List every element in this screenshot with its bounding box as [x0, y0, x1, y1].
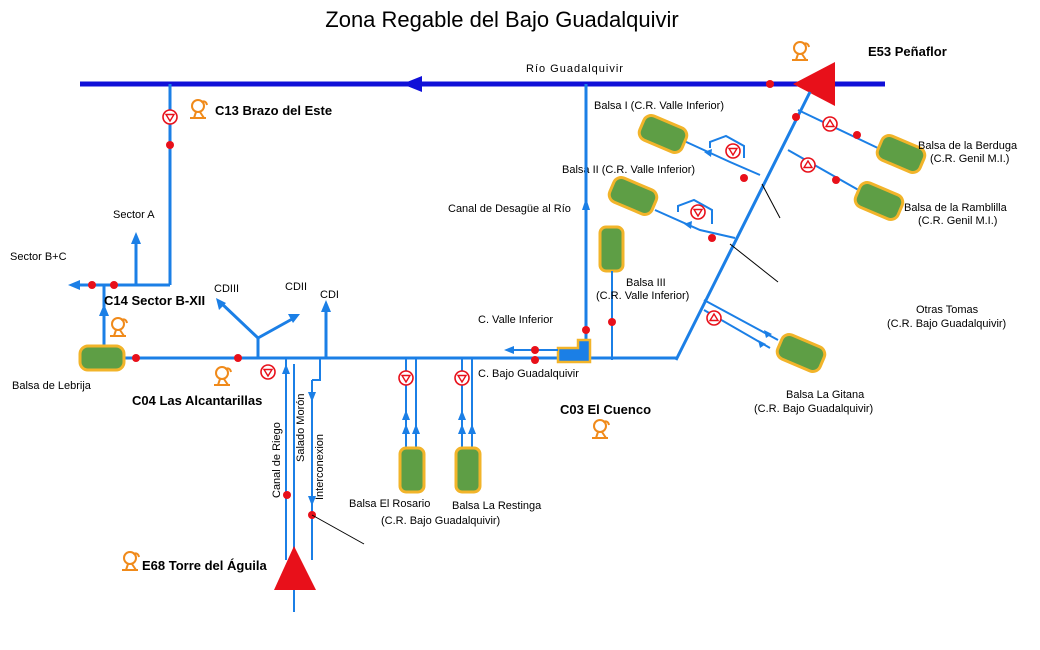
reservoir-ramblilla-name: Balsa de la Ramblilla: [904, 202, 1008, 214]
station-e68: Canal de Riego Salado Morón Interconexio…: [121, 358, 365, 612]
station-label-e68: E68 Torre del Águila: [142, 558, 268, 573]
station-c13: C13 Brazo del Este: [162, 84, 332, 285]
c-valle-inferior-label: C. Valle Inferior: [478, 314, 553, 326]
valve-icon: [454, 370, 470, 386]
reservoir-lebrija-label: Balsa de Lebrija: [12, 380, 92, 392]
interconexion-label: Interconexion: [314, 434, 326, 500]
valve-icon: [398, 370, 414, 386]
cdii-label: CDII: [285, 281, 307, 293]
reservoir-balsa-iii-cr: (C.R. Valle Inferior): [596, 290, 689, 302]
sector-a-label: Sector A: [113, 209, 155, 221]
station-c04: C04 Las Alcantarillas: [132, 364, 276, 408]
station-label-c13: C13 Brazo del Este: [215, 103, 332, 118]
river-flow-arrow: [402, 76, 422, 92]
reservoir-balsa-iii: Balsa III (C.R. Valle Inferior): [596, 225, 689, 360]
station-label-c03: C03 El Cuenco: [560, 402, 651, 417]
cdi-label: CDI: [320, 289, 339, 301]
reservoir-berduga-cr: (C.R. Genil M.I.): [930, 153, 1009, 165]
station-label-c14: C14 Sector B-XII: [104, 293, 205, 308]
cd-branches: CDIII CDII CDI: [214, 281, 339, 358]
telemetry-icon: [109, 317, 128, 337]
river-guadalquivir: Río Guadalquivir: [80, 63, 885, 92]
sector-bc-label: Sector B+C: [10, 251, 67, 263]
reservoir-ramblilla-cr: (C.R. Genil M.I.): [918, 215, 997, 227]
station-label-c04: C04 Las Alcantarillas: [132, 393, 262, 408]
reservoir-restinga: Balsa La Restinga (C.R. Bajo Guadalquivi…: [381, 358, 542, 527]
canal-desague-label: Canal de Desagüe al Río: [448, 203, 571, 215]
reservoir-balsa-i: Balsa I (C.R. Valle Inferior): [594, 100, 724, 154]
reservoir-balsa-ii-label: Balsa II (C.R. Valle Inferior): [562, 164, 695, 176]
station-label-e53: E53 Peñaflor: [868, 44, 947, 59]
reservoir-gitana-cr: (C.R. Bajo Guadalquivir): [754, 403, 873, 415]
reservoir-restinga-label: Balsa La Restinga: [452, 500, 542, 512]
reservoir-gitana-name: Balsa La Gitana: [786, 389, 865, 401]
reservoir-balsa-iii-name: Balsa III: [626, 277, 666, 289]
main-horizontal-canal: [124, 354, 676, 362]
pumping-station-icon: [793, 62, 835, 106]
telemetry-icon: [791, 41, 810, 61]
station-c03: C. Valle Inferior C. Bajo Guadalquivir C…: [478, 314, 651, 439]
cdiii-label: CDIII: [214, 283, 239, 295]
reservoir-rosario-restinga-cr: (C.R. Bajo Guadalquivir): [381, 515, 500, 527]
valve-icon: [162, 109, 178, 125]
otras-tomas-cr: (C.R. Bajo Guadalquivir): [887, 318, 1006, 330]
telemetry-icon: [591, 419, 610, 439]
canal-desague: Canal de Desagüe al Río: [448, 84, 590, 342]
river-label: Río Guadalquivir: [526, 63, 624, 75]
telemetry-icon: [213, 366, 232, 386]
valve-icon: [260, 364, 276, 380]
reservoir-rosario: Balsa El Rosario: [349, 358, 430, 510]
diagram-title: Zona Regable del Bajo Guadalquivir: [325, 7, 678, 32]
telemetry-icon: [121, 551, 140, 571]
telemetry-icon: [189, 99, 208, 119]
reservoir-berduga-name: Balsa de la Berduga: [918, 140, 1018, 152]
reservoir-ramblilla: Balsa de la Ramblilla (C.R. Genil M.I.): [853, 181, 1008, 227]
otras-tomas-label: Otras Tomas: [916, 304, 979, 316]
c-bajo-guadalquivir-label: C. Bajo Guadalquivir: [478, 368, 579, 380]
canal-riego-label: Canal de Riego: [271, 422, 283, 498]
cuenco-structure-icon: [556, 338, 592, 364]
main-diagonal-canal: [654, 91, 883, 361]
reservoir-balsa-ii: Balsa II (C.R. Valle Inferior): [562, 164, 695, 216]
reservoir-lebrija: Balsa de Lebrija: [12, 344, 126, 392]
otras-tomas: Otras Tomas (C.R. Bajo Guadalquivir): [887, 304, 1006, 330]
station-c14: Sector A Sector B+C C14 Sector B-XII: [10, 209, 205, 345]
pumping-station-icon: [274, 546, 316, 590]
reservoir-rosario-label: Balsa El Rosario: [349, 498, 430, 510]
reservoir-balsa-i-label: Balsa I (C.R. Valle Inferior): [594, 100, 724, 112]
station-e53: E53 Peñaflor: [766, 41, 947, 106]
salado-moron-label: Salado Morón: [295, 394, 307, 463]
reservoir-berduga: Balsa de la Berduga (C.R. Genil M.I.): [875, 134, 1018, 174]
reservoir-gitana: Balsa La Gitana (C.R. Bajo Guadalquivir): [754, 333, 873, 415]
